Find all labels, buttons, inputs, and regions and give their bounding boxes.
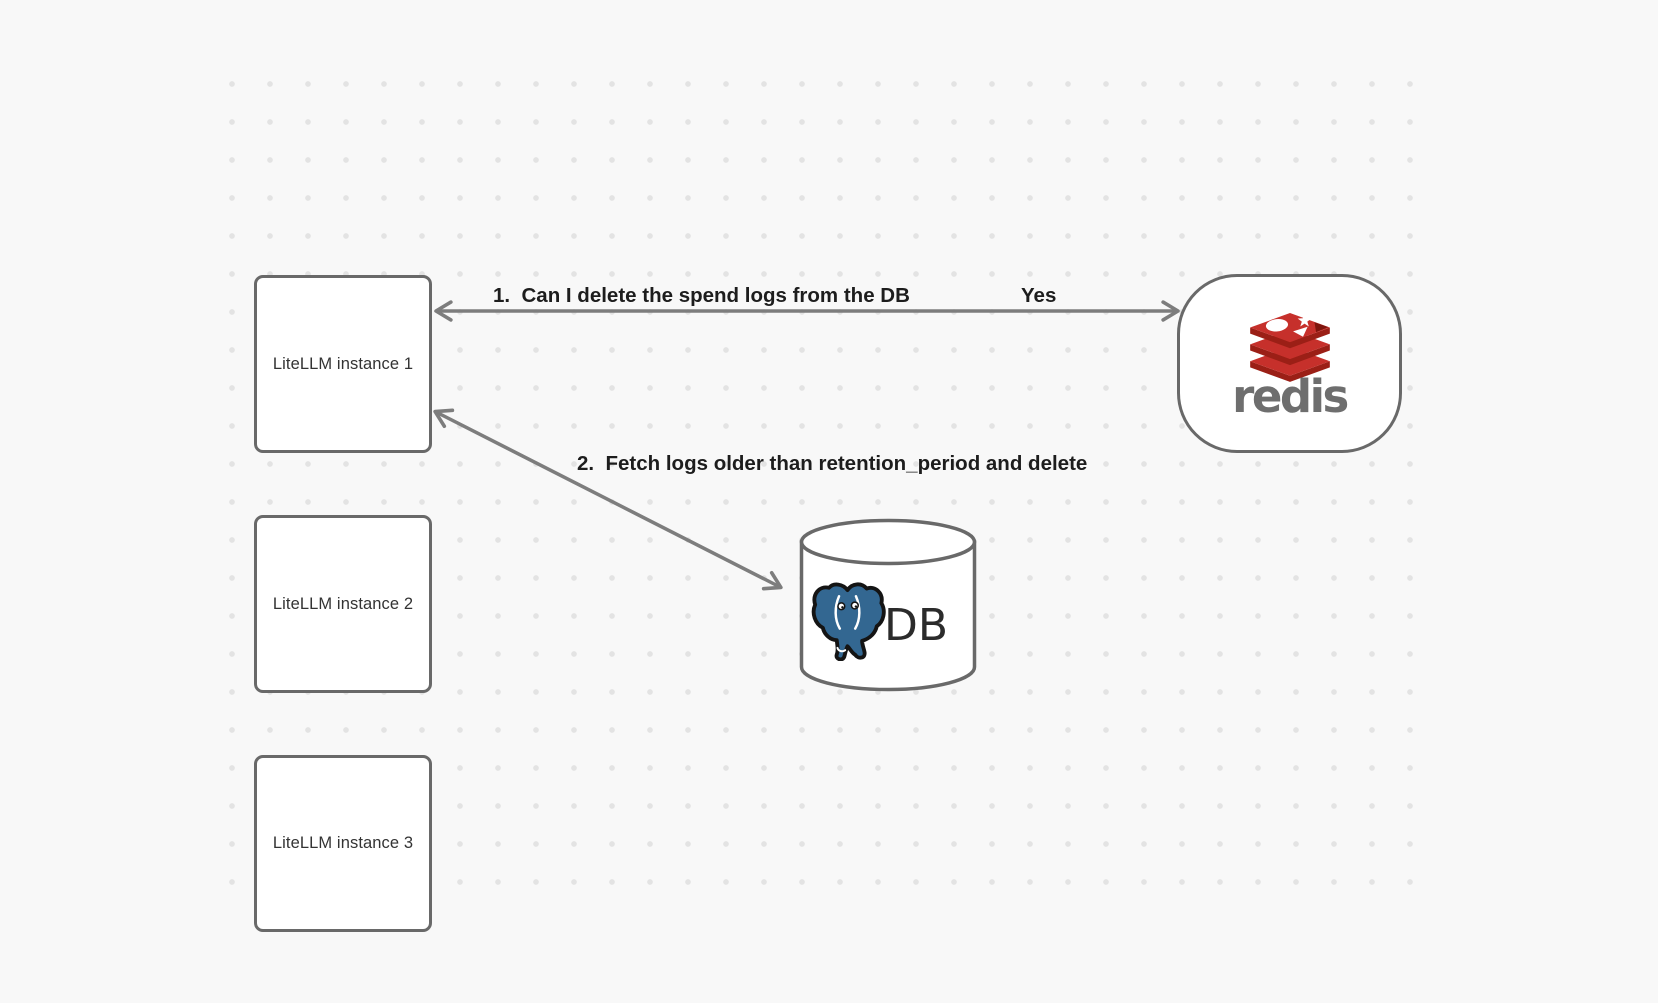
node-litellm-instance-1-label: LiteLLM instance 1 <box>272 354 414 373</box>
node-litellm-instance-2[interactable]: LiteLLM instance 2 <box>254 515 432 693</box>
node-redis[interactable]: redis <box>1177 274 1402 453</box>
edge1-response-label[interactable]: Yes <box>1021 284 1057 307</box>
node-litellm-instance-1[interactable]: LiteLLM instance 1 <box>254 275 432 453</box>
edge1-label[interactable]: 1. Can I delete the spend logs from the … <box>493 284 910 307</box>
node-litellm-instance-2-label: LiteLLM instance 2 <box>272 594 414 613</box>
db-label: DB <box>884 600 949 651</box>
redis-wordmark: redis <box>1232 369 1349 423</box>
postgresql-elephant-icon <box>811 582 886 661</box>
node-litellm-instance-3-label: LiteLLM instance 3 <box>272 834 414 852</box>
redis-cube-icon <box>1249 312 1330 382</box>
node-litellm-instance-3[interactable]: LiteLLM instance 3 <box>254 755 432 932</box>
edge2-label[interactable]: 2. Fetch logs older than retention_perio… <box>577 452 1088 475</box>
